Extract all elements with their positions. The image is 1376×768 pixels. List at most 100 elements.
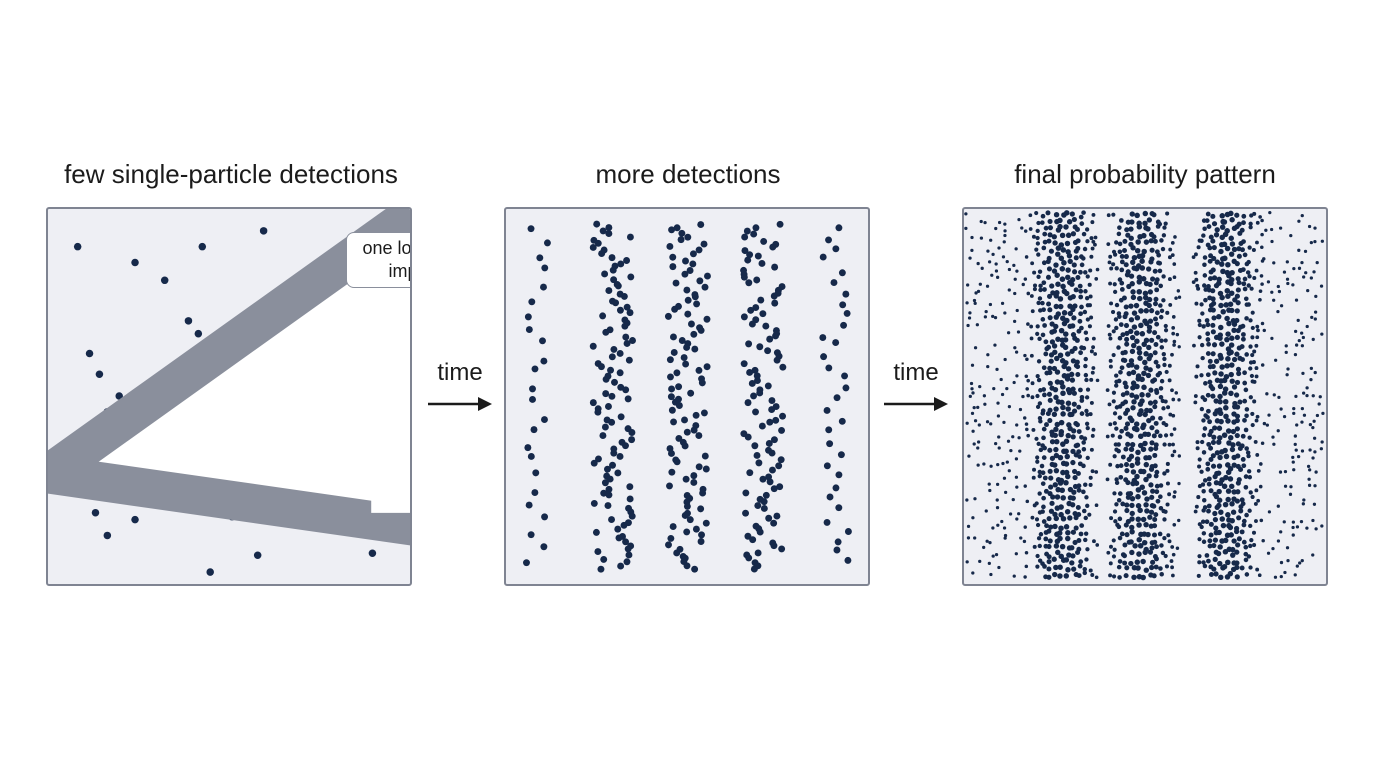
probability-dot [1060, 283, 1066, 290]
probability-dot [1222, 549, 1229, 555]
probability-dot [1201, 418, 1206, 423]
detection-dot [686, 516, 694, 524]
probability-dot [1248, 565, 1253, 570]
probability-dot [1217, 335, 1223, 341]
probability-dot [1124, 336, 1130, 342]
probability-dot [1030, 395, 1035, 400]
probability-dot [1017, 512, 1021, 516]
probability-dot [1193, 400, 1198, 405]
detection-dot [670, 349, 678, 356]
detection-dot [527, 531, 535, 539]
probability-dot [1082, 570, 1088, 576]
probability-dot [1125, 441, 1131, 447]
probability-dot [1300, 420, 1304, 424]
probability-dot [971, 429, 975, 433]
probability-dot [1116, 524, 1122, 530]
probability-dot [1013, 319, 1017, 323]
probability-dot [1162, 362, 1167, 368]
probability-dot [1173, 235, 1177, 239]
probability-dot [1162, 517, 1167, 522]
detection-dot [601, 270, 609, 278]
detection-dot [832, 484, 840, 492]
probability-dot [1201, 433, 1207, 438]
probability-dot [1145, 531, 1151, 538]
detection-dot [616, 369, 624, 377]
detection-dot [681, 442, 689, 450]
probability-dot [1084, 227, 1090, 232]
probability-dot [1053, 426, 1059, 433]
probability-dot [1236, 515, 1242, 521]
probability-dot [1013, 346, 1017, 350]
probability-dot [1245, 450, 1251, 455]
probability-dot [1014, 552, 1018, 556]
probability-dot [1177, 518, 1181, 523]
probability-dot [1276, 504, 1280, 508]
probability-dot [1231, 538, 1237, 544]
probability-dot [1032, 467, 1037, 472]
probability-dot [1023, 484, 1027, 488]
probability-dot [1256, 469, 1261, 473]
probability-dot [1143, 337, 1150, 344]
probability-dot [1202, 262, 1207, 268]
probability-dot [1052, 482, 1058, 488]
detection-dot [623, 303, 631, 311]
detection-dot [628, 429, 636, 436]
detection-dot [524, 313, 532, 321]
probability-dot [1231, 384, 1238, 390]
probability-dot [1289, 485, 1293, 489]
probability-dot [1218, 574, 1224, 581]
probability-dot [1203, 297, 1208, 303]
probability-dot [1035, 374, 1040, 379]
probability-dot [1212, 425, 1218, 431]
panel-more-detections [504, 207, 870, 586]
probability-dot [1279, 574, 1283, 579]
probability-dot [1129, 348, 1136, 355]
detection-dot [687, 320, 695, 328]
probability-dot [1312, 419, 1316, 423]
probability-dot [1234, 498, 1240, 504]
detection-dot [835, 471, 843, 479]
probability-dot [1123, 254, 1129, 260]
probability-dot [1243, 484, 1249, 490]
probability-dot [1060, 247, 1067, 253]
probability-dot [1152, 523, 1158, 529]
probability-dot [988, 541, 992, 545]
probability-dot [1095, 543, 1100, 547]
detection-dot [617, 260, 625, 268]
probability-dot [1054, 421, 1060, 428]
probability-dot [1069, 348, 1075, 354]
probability-dot [1063, 438, 1070, 445]
probability-dot [1075, 470, 1081, 476]
probability-dot [1210, 453, 1216, 459]
probability-dot [1140, 574, 1146, 581]
probability-dot [989, 422, 993, 426]
probability-dot [1131, 399, 1137, 405]
probability-dot [1046, 344, 1052, 350]
detection-dot [601, 423, 609, 431]
probability-dot [1246, 302, 1251, 307]
probability-dot [1079, 221, 1085, 226]
probability-dot [1240, 501, 1246, 507]
probability-dot [1302, 498, 1306, 502]
detection-dot [531, 365, 539, 373]
detection-dot [776, 483, 784, 491]
probability-dot [1309, 240, 1313, 245]
detection-dot [825, 426, 833, 434]
detection-dot [690, 426, 698, 434]
probability-dot [1081, 345, 1087, 351]
probability-dot [1054, 355, 1060, 362]
probability-dot [1227, 301, 1234, 307]
probability-dot [1084, 296, 1090, 301]
probability-dot [1285, 260, 1289, 264]
detection-dot [762, 322, 770, 330]
probability-dot [1090, 220, 1095, 225]
probability-dot [1221, 377, 1228, 384]
probability-dot [1083, 270, 1088, 275]
probability-dot [1313, 370, 1317, 375]
probability-dot [1235, 542, 1241, 548]
probability-dot [1243, 427, 1249, 433]
probability-dot [1063, 524, 1070, 530]
probability-dot [1138, 322, 1144, 329]
impact-dot [73, 242, 82, 251]
detection-dot [754, 252, 762, 260]
